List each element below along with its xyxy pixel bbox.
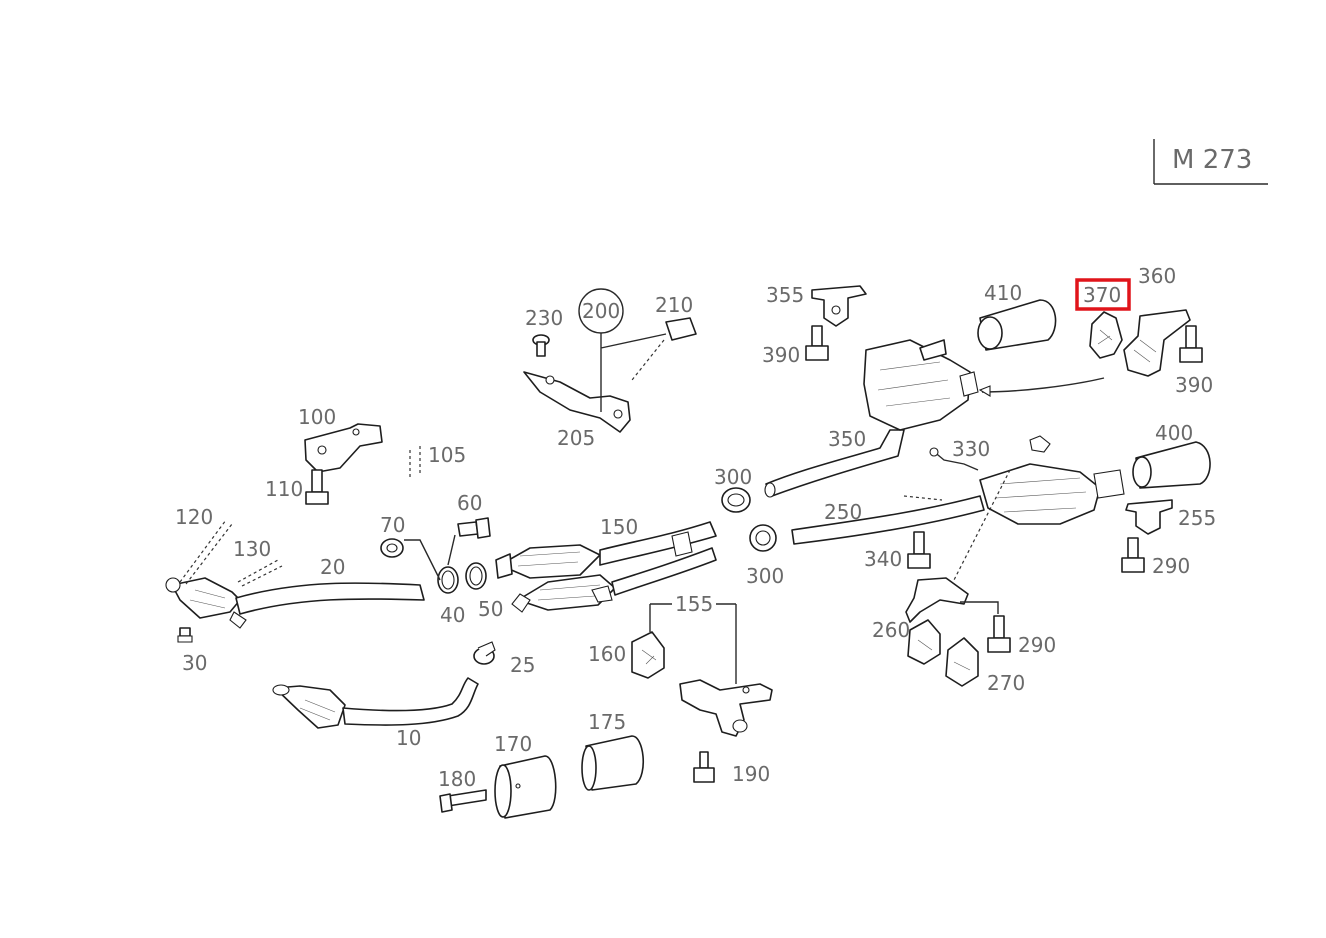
diagram-reference-box: M 273	[1153, 139, 1268, 185]
clip-210-drawing[interactable]	[631, 317, 697, 381]
bolt-390-left-drawing[interactable]	[805, 325, 829, 361]
label-290-right[interactable]: 290	[1152, 554, 1190, 578]
label-355[interactable]: 355	[766, 283, 804, 307]
bracket-205-drawing[interactable]	[523, 371, 631, 433]
bracket-100-drawing[interactable]	[304, 423, 383, 473]
label-175[interactable]: 175	[588, 710, 626, 734]
part-labels: 10 20 25 30 40 50 60 70 100 105 110 120 …	[175, 264, 1216, 791]
clamp-40-drawing[interactable]	[437, 566, 459, 594]
clamp-300-upper-drawing[interactable]	[721, 487, 751, 513]
label-270[interactable]: 270	[987, 671, 1025, 695]
mount-160-drawing[interactable]	[631, 631, 665, 679]
label-70[interactable]: 70	[380, 513, 405, 537]
rear-pipe-250-drawing[interactable]	[791, 435, 1125, 545]
label-330[interactable]: 330	[952, 437, 990, 461]
oxygen-sensor-120-drawing[interactable]	[179, 519, 233, 585]
bolt-290-right-drawing[interactable]	[1121, 537, 1145, 573]
rubber-mount-370-drawing[interactable]	[1089, 311, 1123, 359]
label-25[interactable]: 25	[510, 653, 535, 677]
selected-part-highlight	[1075, 278, 1131, 311]
label-370[interactable]: 370	[1083, 283, 1121, 307]
intermediate-pipe-150-drawing[interactable]	[495, 521, 717, 613]
part-330-drawing[interactable]	[929, 447, 979, 471]
label-60[interactable]: 60	[457, 491, 482, 515]
bracket-155-drawing[interactable]	[679, 679, 773, 737]
label-290-lower[interactable]: 290	[1018, 633, 1056, 657]
bolt-180-drawing[interactable]	[439, 789, 487, 813]
label-230[interactable]: 230	[525, 306, 563, 330]
bolt-30-drawing[interactable]	[177, 627, 193, 643]
bracket-260-drawing[interactable]	[905, 577, 969, 623]
hanger-355-drawing[interactable]	[811, 285, 867, 327]
label-250[interactable]: 250	[824, 500, 862, 524]
label-30[interactable]: 30	[182, 651, 207, 675]
clamp-25-drawing[interactable]	[473, 641, 496, 665]
label-10[interactable]: 10	[396, 726, 421, 750]
tailpipe-410-drawing[interactable]	[977, 299, 1057, 351]
label-205[interactable]: 205	[557, 426, 595, 450]
label-400[interactable]: 400	[1155, 421, 1193, 445]
mount-260-drawing[interactable]	[907, 619, 941, 665]
label-160[interactable]: 160	[588, 642, 626, 666]
label-155[interactable]: 155	[675, 592, 713, 616]
clamp-50-drawing[interactable]	[465, 562, 487, 590]
label-410[interactable]: 410	[984, 281, 1022, 305]
label-130[interactable]: 130	[233, 537, 271, 561]
diagram-reference-label: M 273	[1172, 145, 1252, 175]
part-105-drawing[interactable]	[409, 446, 421, 478]
rear-pipe-350-drawing[interactable]	[764, 339, 979, 498]
bolt-340-drawing[interactable]	[907, 531, 931, 569]
mount-270-drawing[interactable]	[945, 637, 979, 687]
hanger-255-drawing[interactable]	[1125, 499, 1173, 535]
label-105[interactable]: 105	[428, 443, 466, 467]
label-390-left[interactable]: 390	[762, 343, 800, 367]
label-390-right[interactable]: 390	[1175, 373, 1213, 397]
screw-230-drawing[interactable]	[532, 334, 550, 357]
label-110[interactable]: 110	[265, 477, 303, 501]
sleeve-175-drawing[interactable]	[581, 735, 645, 791]
label-170[interactable]: 170	[494, 732, 532, 756]
label-360[interactable]: 360	[1138, 264, 1176, 288]
label-150[interactable]: 150	[600, 515, 638, 539]
label-260[interactable]: 260	[872, 618, 910, 642]
bolt-390-right-drawing[interactable]	[1179, 325, 1203, 363]
label-120[interactable]: 120	[175, 505, 213, 529]
label-300-upper[interactable]: 300	[714, 465, 752, 489]
sleeve-170-drawing[interactable]	[494, 755, 557, 819]
label-300-lower[interactable]: 300	[746, 564, 784, 588]
label-20[interactable]: 20	[320, 555, 345, 579]
label-200[interactable]: 200	[582, 299, 620, 323]
label-40[interactable]: 40	[440, 603, 465, 627]
tailpipe-400-drawing[interactable]	[1132, 441, 1211, 489]
bolt-190-drawing[interactable]	[693, 751, 715, 783]
label-210[interactable]: 210	[655, 293, 693, 317]
label-350[interactable]: 350	[828, 427, 866, 451]
nut-70-drawing[interactable]	[380, 538, 404, 558]
label-190[interactable]: 190	[732, 762, 770, 786]
label-50[interactable]: 50	[478, 597, 503, 621]
oxygen-sensor-130-drawing[interactable]	[237, 559, 283, 587]
front-pipe-10-drawing[interactable]	[272, 677, 479, 729]
part-group-200-callout	[578, 288, 667, 412]
front-pipe-20-drawing[interactable]	[165, 577, 425, 629]
bolt-110-drawing[interactable]	[305, 469, 329, 505]
bolt-60-drawing[interactable]	[457, 517, 491, 539]
hanger-360-drawing[interactable]	[1123, 309, 1191, 377]
label-100[interactable]: 100	[298, 405, 336, 429]
label-180[interactable]: 180	[438, 767, 476, 791]
label-255[interactable]: 255	[1178, 506, 1216, 530]
label-340[interactable]: 340	[864, 547, 902, 571]
clamp-300-lower-drawing[interactable]	[749, 524, 777, 552]
bolt-290-lower-drawing[interactable]	[987, 615, 1011, 653]
